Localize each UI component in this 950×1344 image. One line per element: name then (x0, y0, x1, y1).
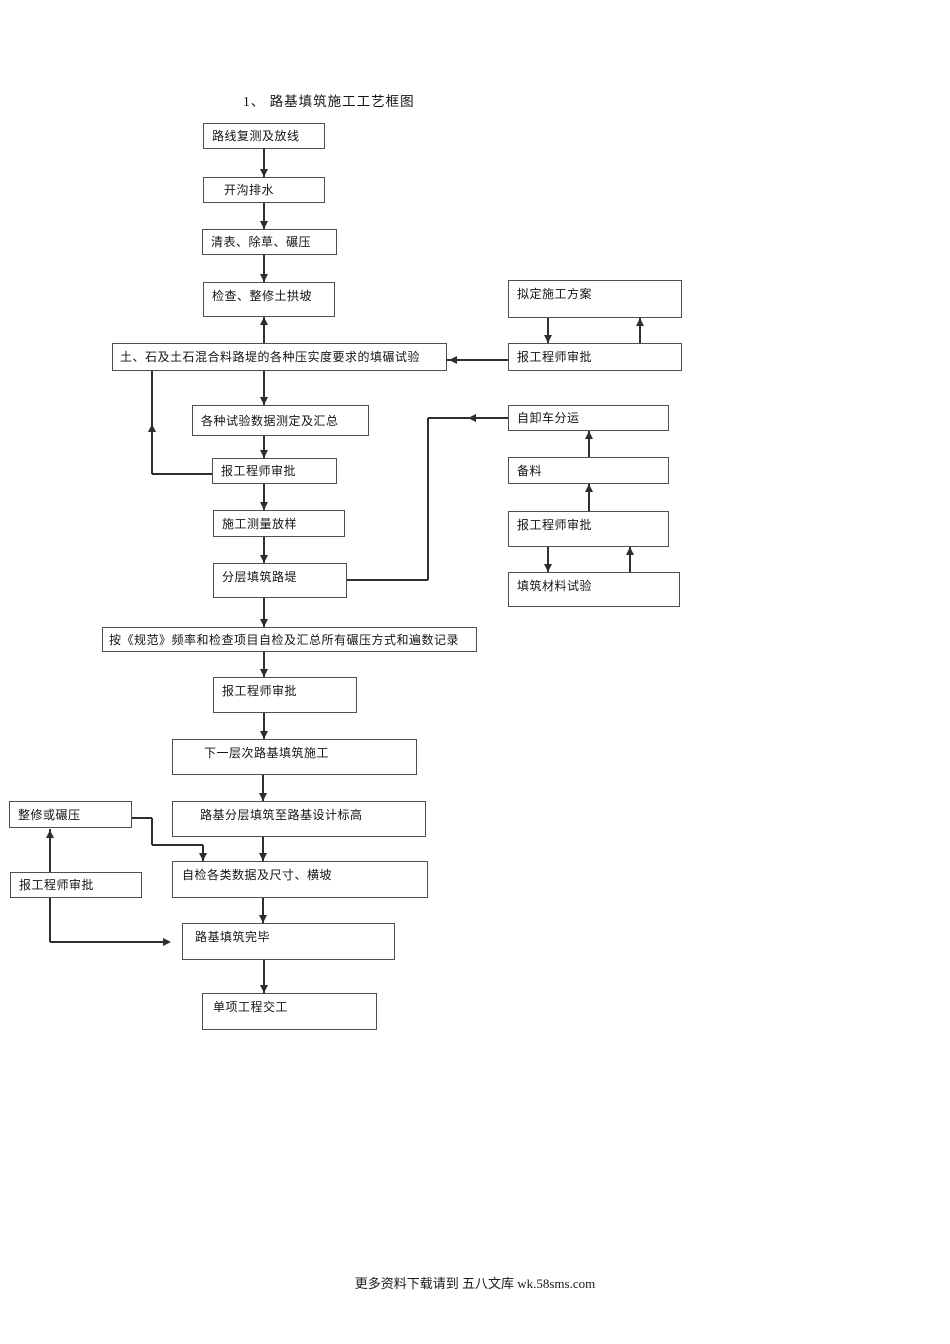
connector-line (263, 203, 265, 229)
connector-line (152, 844, 203, 846)
arrowhead-down (544, 564, 552, 572)
connector-line (588, 484, 590, 511)
connector-line (263, 598, 265, 627)
connector-line (151, 371, 153, 474)
connector-line (262, 775, 264, 801)
flow-node-check-repair-slope: 检查、整修土拱坡 (203, 282, 335, 317)
arrowhead-down (259, 793, 267, 801)
flow-node-compaction-test: 土、石及土石混合料路堤的各种压实度要求的填碾试验 (112, 343, 447, 371)
connector-line (263, 960, 265, 993)
arrowhead-down (260, 450, 268, 458)
flow-node-self-check-record: 按《规范》频率和检查项目自检及汇总所有碾压方式和遍数记录 (102, 627, 477, 652)
arrowhead-down (544, 335, 552, 343)
connector-line (132, 817, 152, 819)
arrowhead-down (260, 221, 268, 229)
connector-line (263, 371, 265, 405)
flow-node-filling-complete: 路基填筑完毕 (182, 923, 395, 960)
connector-line (50, 941, 163, 943)
connector-line (629, 547, 631, 572)
connector-line (262, 898, 264, 923)
connector-line (263, 436, 265, 458)
connector-line (547, 318, 549, 343)
connector-line (49, 898, 51, 942)
flow-node-material-preparation: 备料 (508, 457, 669, 484)
arrowhead-up (636, 318, 644, 326)
connector-line (152, 473, 212, 475)
arrowhead-down (260, 731, 268, 739)
connector-line (427, 418, 429, 580)
arrowhead-down (259, 853, 267, 861)
connector-line (263, 713, 265, 739)
flow-node-route-recheck: 路线复测及放线 (203, 123, 325, 149)
flow-node-engineer-approval-4: 报工程师审批 (213, 677, 357, 713)
arrowhead-up (148, 424, 156, 432)
arrowhead-down (260, 169, 268, 177)
flow-node-survey-layout: 施工测量放样 (213, 510, 345, 537)
arrowhead-left (468, 414, 476, 422)
arrowhead-up (260, 317, 268, 325)
footer-text: 更多资料下载请到 五八文库 wk.58sms.com (354, 1276, 596, 1291)
flow-node-engineer-approval-1: 报工程师审批 (508, 343, 682, 371)
arrowhead-up (46, 830, 54, 838)
arrowhead-down (260, 502, 268, 510)
flow-node-draft-construction-plan: 拟定施工方案 (508, 280, 682, 318)
connector-line (547, 547, 549, 572)
flow-node-clear-surface: 清表、除草、碾压 (202, 229, 337, 255)
connector-line (263, 149, 265, 177)
connector-line (151, 818, 153, 845)
flow-node-fill-to-design-elevation: 路基分层填筑至路基设计标高 (172, 801, 426, 837)
flow-node-layered-filling: 分层填筑路堤 (213, 563, 347, 598)
flow-node-project-handover: 单项工程交工 (202, 993, 377, 1030)
arrowhead-down (260, 274, 268, 282)
connector-line (262, 837, 264, 861)
arrowhead-left (449, 356, 457, 364)
page-title: 1、 路基填筑施工工艺框图 (243, 94, 415, 109)
arrowhead-down (199, 853, 207, 861)
flow-node-next-layer-filling: 下一层次路基填筑施工 (172, 739, 417, 775)
connector-line (639, 318, 641, 343)
flow-node-self-check-data: 自检各类数据及尺寸、横坡 (172, 861, 428, 898)
arrowhead-up (585, 431, 593, 439)
flow-node-engineer-approval-2: 报工程师审批 (212, 458, 337, 484)
arrowhead-down (260, 555, 268, 563)
connector-line (588, 431, 590, 457)
flow-node-repair-or-roll: 整修或碾压 (9, 801, 132, 828)
arrowhead-down (260, 985, 268, 993)
connector-line (447, 359, 508, 361)
flow-node-fill-material-test: 填筑材料试验 (508, 572, 680, 607)
connector-line (263, 255, 265, 282)
flow-node-engineer-approval-5: 报工程师审批 (10, 872, 142, 898)
flow-node-engineer-approval-3: 报工程师审批 (508, 511, 669, 547)
arrowhead-up (626, 547, 634, 555)
flow-node-ditch-drainage: 开沟排水 (203, 177, 325, 203)
connector-line (263, 652, 265, 677)
connector-line (263, 537, 265, 563)
flow-node-test-data-summary: 各种试验数据测定及汇总 (192, 405, 369, 436)
connector-line (263, 317, 265, 343)
arrowhead-down (260, 397, 268, 405)
connector-line (263, 484, 265, 510)
flow-node-dump-truck-transport: 自卸车分运 (508, 405, 669, 431)
connector-line (49, 829, 51, 872)
connector-line (347, 579, 428, 581)
arrowhead-up (585, 484, 593, 492)
arrowhead-down (260, 619, 268, 627)
arrowhead-down (260, 669, 268, 677)
arrowhead-down (259, 915, 267, 923)
arrowhead-right (163, 938, 171, 946)
